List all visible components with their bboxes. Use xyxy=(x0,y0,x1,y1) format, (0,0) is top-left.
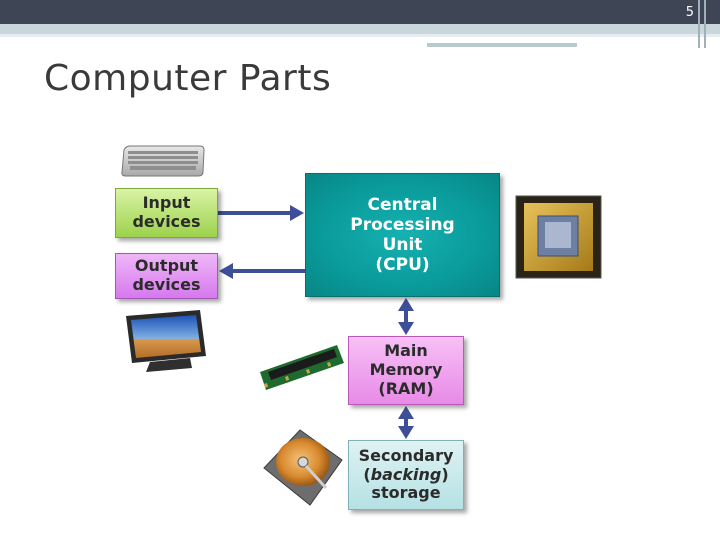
output-box-line2: devices xyxy=(132,275,201,294)
cpu-box-line1: Central xyxy=(367,194,438,215)
cpu-box-line2: Processing xyxy=(350,214,455,235)
slide-title: Computer Parts xyxy=(44,58,332,99)
header-stripe xyxy=(0,24,720,34)
ram-module-icon xyxy=(260,345,344,390)
ram-box-line2: Memory xyxy=(369,360,443,380)
keyboard-icon xyxy=(121,145,205,177)
cpu-box-line3: Unit xyxy=(382,235,423,255)
header-accent-line-2 xyxy=(427,43,577,47)
storage-backing-word: backing xyxy=(370,464,442,484)
input-box-line2: devices xyxy=(132,212,201,231)
header-divider-1 xyxy=(698,0,700,48)
ram-box-line3: (RAM) xyxy=(378,378,434,398)
arrow-cpu-ram xyxy=(398,298,414,335)
ram-box-line1: Main xyxy=(384,341,428,361)
header-accent-line xyxy=(427,38,667,41)
hard-drive-icon xyxy=(263,429,343,506)
header-bar xyxy=(0,0,720,24)
arrow-ram-storage xyxy=(398,406,414,439)
output-devices-box: Output devices xyxy=(115,253,218,299)
main-memory-box: Main Memory (RAM) xyxy=(348,336,464,405)
cpu-box: Central Processing Unit (CPU) xyxy=(305,173,500,297)
slide-number: 5 xyxy=(685,5,694,20)
header-stripe-light xyxy=(0,34,720,37)
input-box-line1: Input xyxy=(142,193,191,213)
storage-paren-close: ) xyxy=(441,464,449,484)
arrow-cpu-to-output xyxy=(219,263,305,279)
cpu-chip-icon xyxy=(515,195,602,279)
arrow-input-to-cpu xyxy=(218,205,304,221)
output-box-line1: Output xyxy=(134,256,199,276)
input-devices-box: Input devices xyxy=(115,188,218,238)
storage-box-line2: (backing) xyxy=(363,464,449,485)
cpu-box-line4: (CPU) xyxy=(375,255,430,276)
storage-box-line1: Secondary xyxy=(358,445,454,465)
header-divider-2 xyxy=(704,0,706,48)
secondary-storage-box: Secondary (backing) storage xyxy=(348,440,464,510)
monitor-icon xyxy=(126,310,206,372)
storage-box-line3: storage xyxy=(371,483,441,503)
storage-paren-open: ( xyxy=(363,464,371,484)
